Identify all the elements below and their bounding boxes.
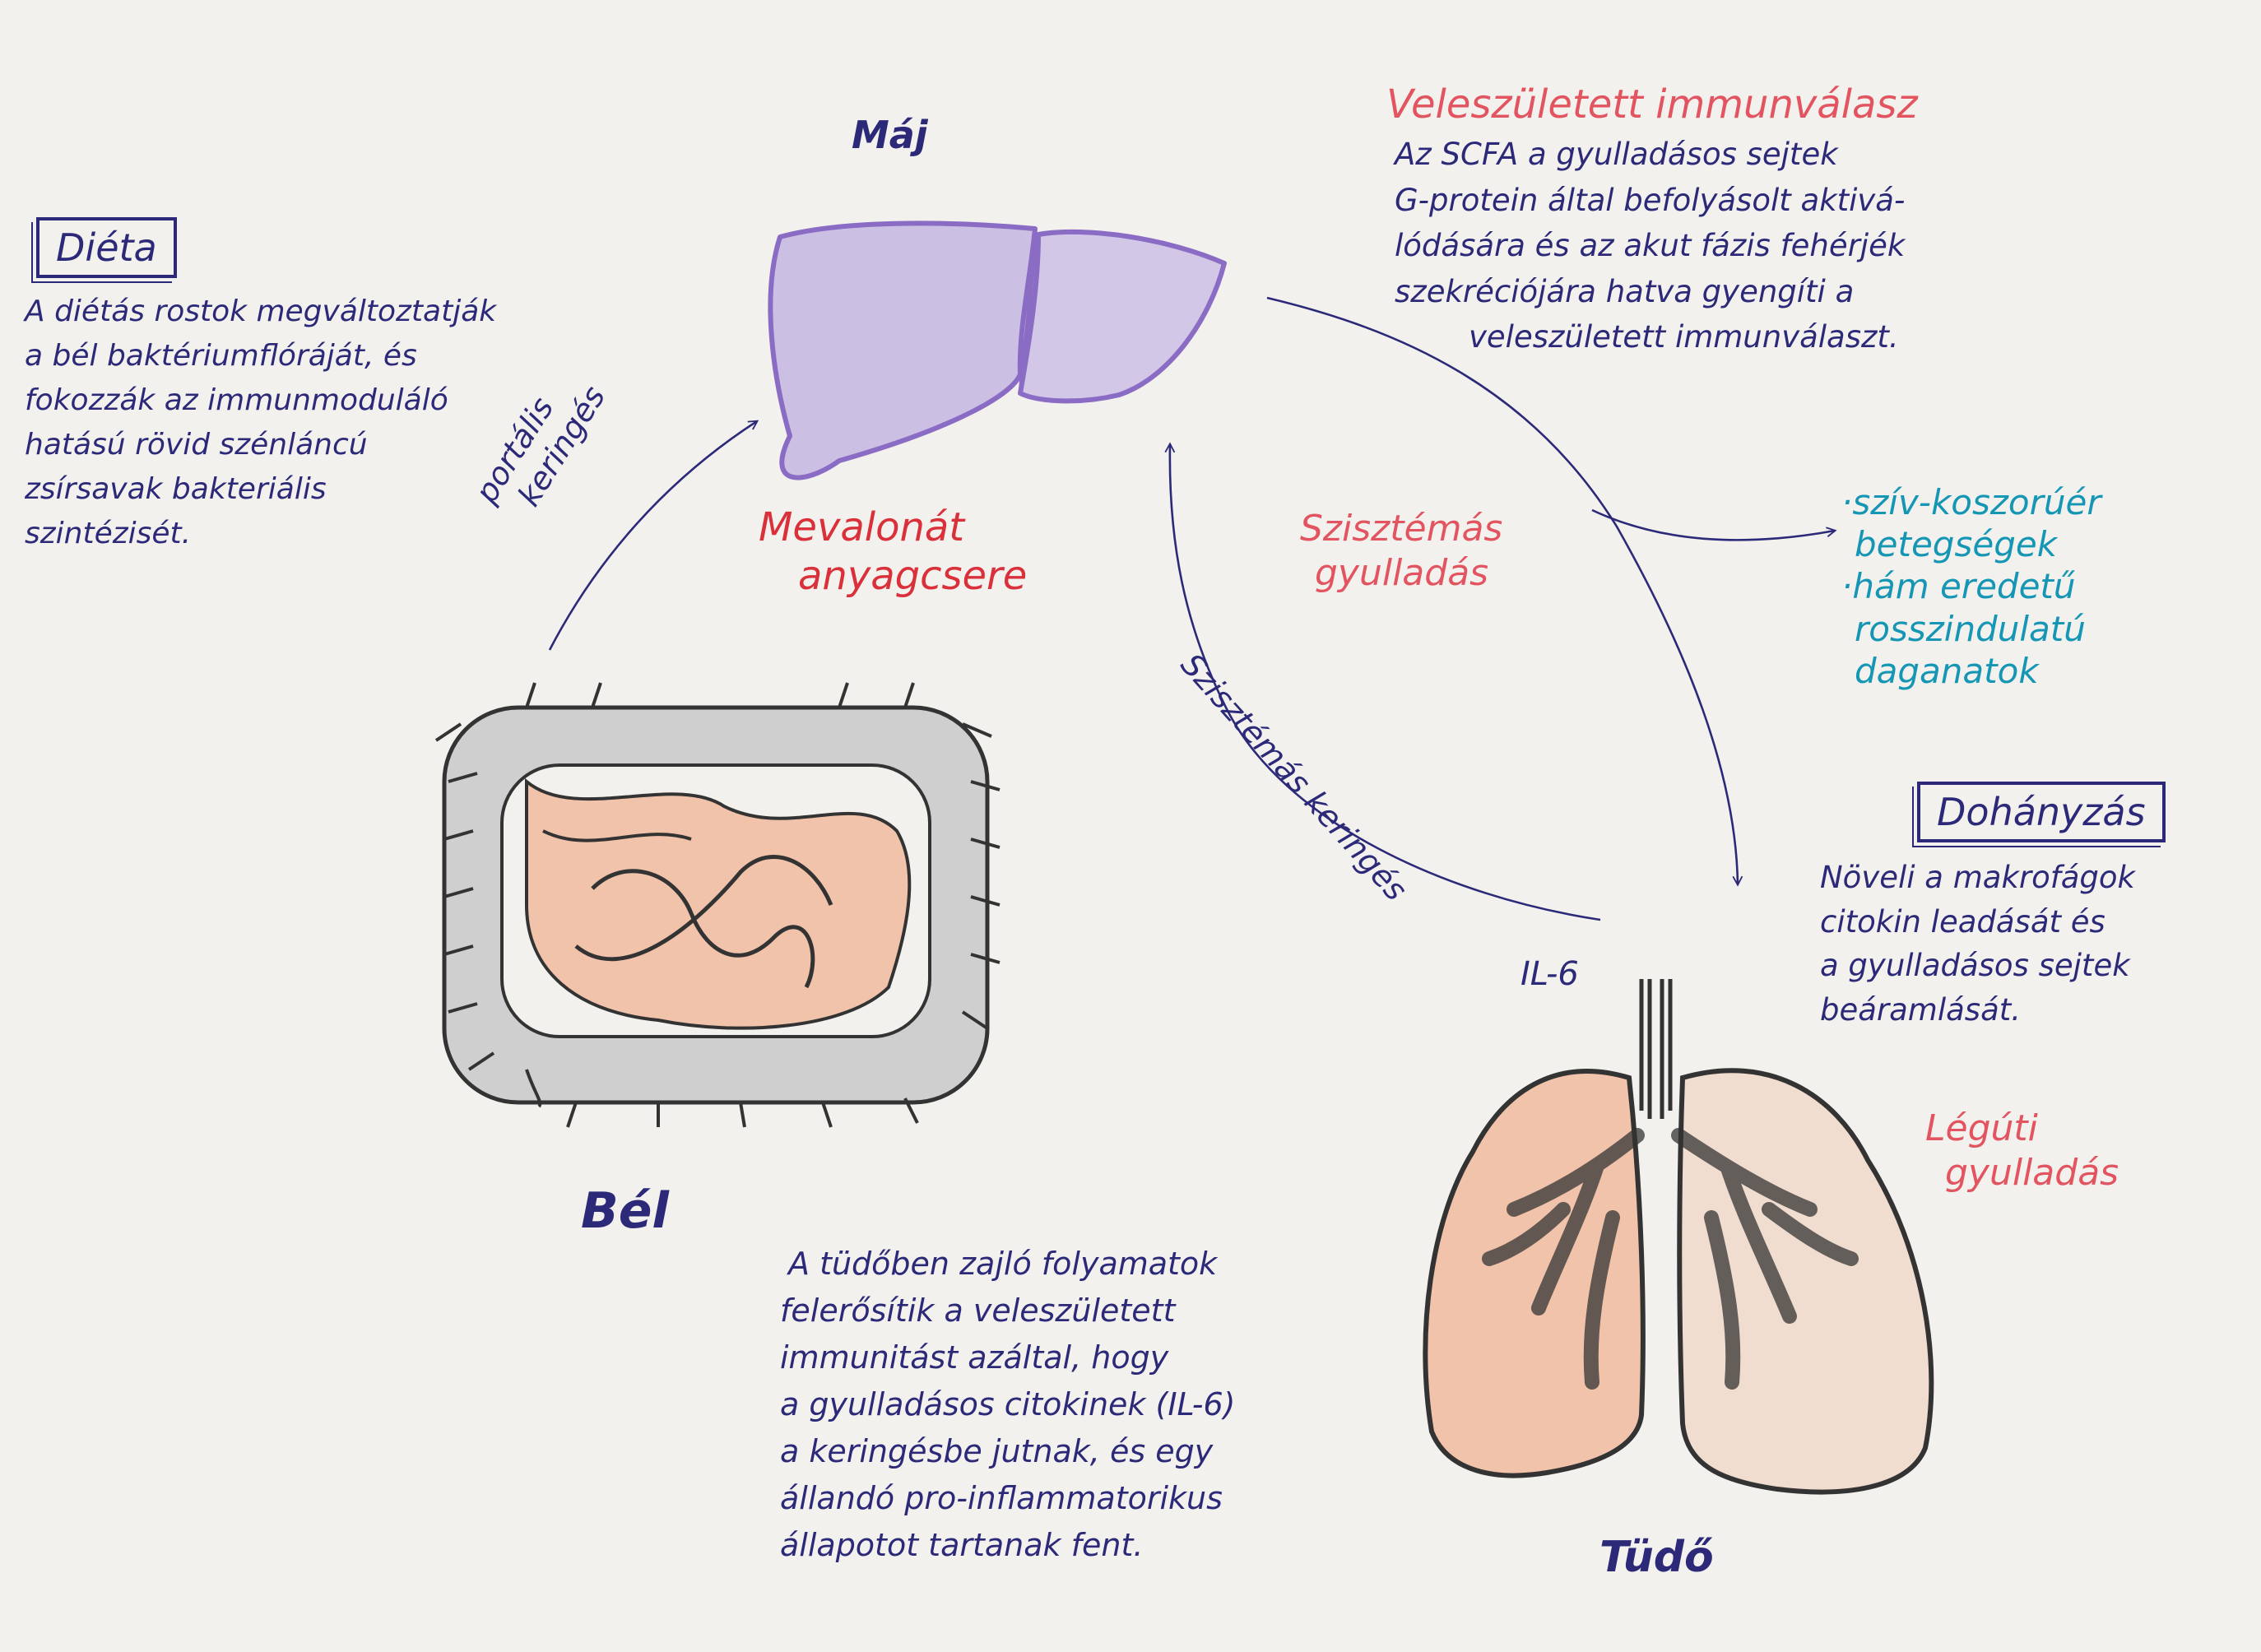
diet-title: Diéta: [56, 225, 157, 270]
portal-circulation-arrow: [548, 420, 759, 651]
liver-to-lungs-arrow: [1266, 296, 1743, 887]
smoking-title: Dohányzás: [1937, 790, 2146, 834]
diet-text: A diétás rostok megváltoztatják a bél ba…: [25, 290, 496, 556]
lung-line-4: a gyulladásos citokinek (IL-6): [780, 1386, 1236, 1422]
lungs-label: Tüdő: [1599, 1533, 1714, 1582]
intestine-drawing: [434, 682, 1001, 1128]
smoking-line-3: a gyulladásos sejtek: [1820, 948, 2130, 984]
lung-line-5: a keringésbe jutnak, és egy: [780, 1433, 1214, 1469]
diet-line-6: szintézisét.: [25, 517, 192, 550]
inflammation-to-diseases-arrow: [1591, 508, 1837, 541]
disease-line-1: ·szív-koszorúér: [1841, 482, 2101, 522]
liver-label: Máj: [852, 113, 928, 157]
airway-line-2: gyulladás: [1945, 1151, 2119, 1194]
lung-line-6: állandó pro-inflammatorikus: [780, 1480, 1223, 1516]
smoking-text: Növeli a makrofágok citokin leadását és …: [1820, 856, 2135, 1032]
disease-line-3: ·hám eredetű: [1841, 566, 2076, 607]
diet-line-1: A diétás rostok megváltoztatják: [25, 295, 497, 328]
systemic-circulation-arrow: [1164, 442, 1601, 921]
disease-line-2: betegségek: [1855, 524, 2058, 565]
innate-immune-text: Az SCFA a gyulladásos sejtek G-protein á…: [1395, 132, 1905, 360]
diet-line-4: hatású rövid szénláncú: [25, 428, 368, 462]
airway-line-1: Légúti: [1925, 1107, 2038, 1149]
diseases-list: ·szív-koszorúér betegségek ·hám eredetű …: [1841, 481, 2101, 692]
diet-line-5: zsírsavak bakteriális: [25, 472, 327, 506]
systemic-inflammation-label: Szisztémás gyulladás: [1300, 507, 1502, 595]
smoking-line-4: beáramlását.: [1820, 991, 2022, 1028]
lung-line-2: felerősítik a veleszületett: [780, 1292, 1176, 1329]
innate-line-5: veleszületett immunválaszt.: [1469, 319, 1899, 355]
mevalonate-line-2: anyagcsere: [798, 552, 1028, 599]
innate-line-4: szekréciójára hatva gyengíti a: [1395, 273, 1855, 309]
innate-line-1: Az SCFA a gyulladásos sejtek: [1395, 137, 1838, 172]
disease-line-4: rosszindulatú: [1855, 608, 2086, 649]
diet-line-2: a bél baktériumflóráját, és: [25, 339, 417, 373]
disease-line-5: daganatok: [1855, 650, 2039, 691]
lung-line-7: állapotot tartanak fent.: [780, 1527, 1144, 1563]
diet-line-3: fokozzák az immunmoduláló: [25, 383, 448, 417]
systemic-inflammation-line-2: gyulladás: [1315, 551, 1489, 594]
diet-title-box: Diéta: [36, 217, 177, 278]
lung-line-3: immunitást azáltal, hogy: [780, 1339, 1169, 1376]
innate-line-2: G-protein által befolyásolt aktivá-: [1395, 182, 1906, 218]
lung-process-text: A tüdőben zajló folyamatok felerősítik a…: [780, 1241, 1235, 1569]
il6-label: IL-6: [1520, 955, 1579, 993]
intestine-label: Bél: [581, 1182, 669, 1240]
innate-line-3: lódására és az akut fázis fehérjék: [1395, 228, 1906, 263]
airway-inflammation-label: Légúti gyulladás: [1925, 1107, 2119, 1195]
lung-line-1: A tüdőben zajló folyamatok: [788, 1246, 1218, 1282]
systemic-inflammation-line-1: Szisztémás: [1300, 508, 1503, 550]
mevalonate-label: Mevalonát anyagcsere: [759, 503, 1027, 600]
liver-drawing: [768, 220, 1227, 480]
smoking-line-2: citokin leadását és: [1820, 903, 2105, 940]
smoking-title-box: Dohányzás: [1917, 782, 2166, 842]
smoking-line-1: Növeli a makrofágok: [1820, 860, 2135, 895]
arrows: [548, 296, 1837, 921]
innate-immune-title: Veleszületett immunválasz: [1386, 81, 1918, 128]
lungs-drawing: [1423, 979, 1934, 1495]
mevalonate-line-1: Mevalonát: [759, 504, 965, 550]
